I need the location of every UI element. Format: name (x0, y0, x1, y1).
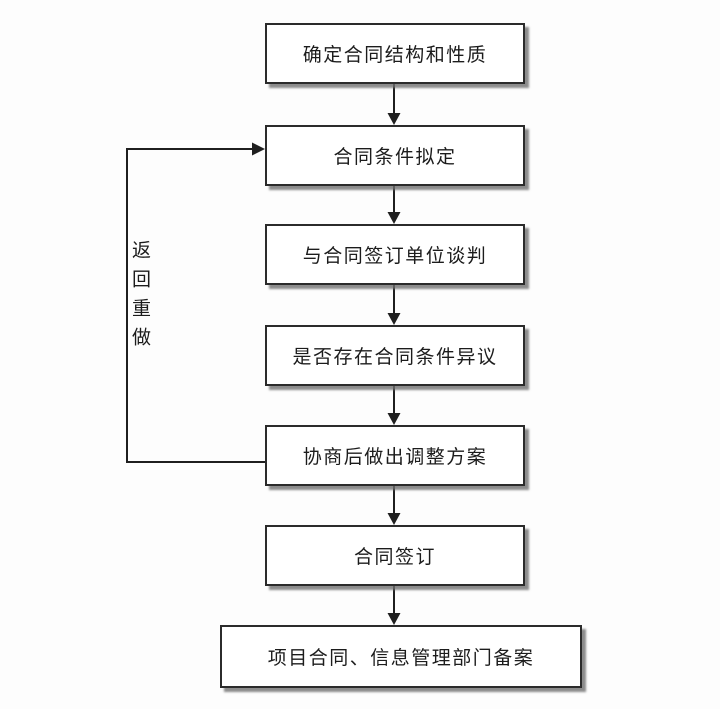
flow-node-filing: 项目合同、信息管理部门备案 (220, 625, 582, 688)
flow-node-label: 确定合同结构和性质 (302, 44, 488, 66)
flow-node-label: 合同签订 (353, 546, 436, 568)
flow-node-adjustment-plan: 协商后做出调整方案 (265, 425, 525, 486)
flow-node-label: 是否存在合同条件异议 (292, 346, 498, 368)
arrow-down-icon (387, 186, 401, 224)
feedback-loop-arrow (126, 142, 265, 463)
flow-node-label: 协商后做出调整方案 (302, 446, 488, 468)
flow-node-objection-check: 是否存在合同条件异议 (265, 325, 525, 386)
arrow-down-icon (387, 586, 401, 625)
flow-node-draft-conditions: 合同条件拟定 (265, 125, 525, 186)
flow-node-label: 与合同签订单位谈判 (302, 245, 488, 267)
flow-node-determine-structure: 确定合同结构和性质 (265, 23, 525, 84)
arrow-down-icon (387, 486, 401, 525)
arrow-down-icon (387, 285, 401, 325)
arrow-down-icon (387, 386, 401, 425)
flow-node-negotiate: 与合同签订单位谈判 (265, 224, 525, 285)
flow-node-label: 合同条件拟定 (333, 146, 457, 168)
arrow-down-icon (387, 84, 401, 125)
feedback-loop-label: 返回重做 (129, 240, 151, 356)
flow-node-label: 项目合同、信息管理部门备案 (267, 647, 535, 669)
flow-node-contract-signing: 合同签订 (265, 525, 525, 586)
